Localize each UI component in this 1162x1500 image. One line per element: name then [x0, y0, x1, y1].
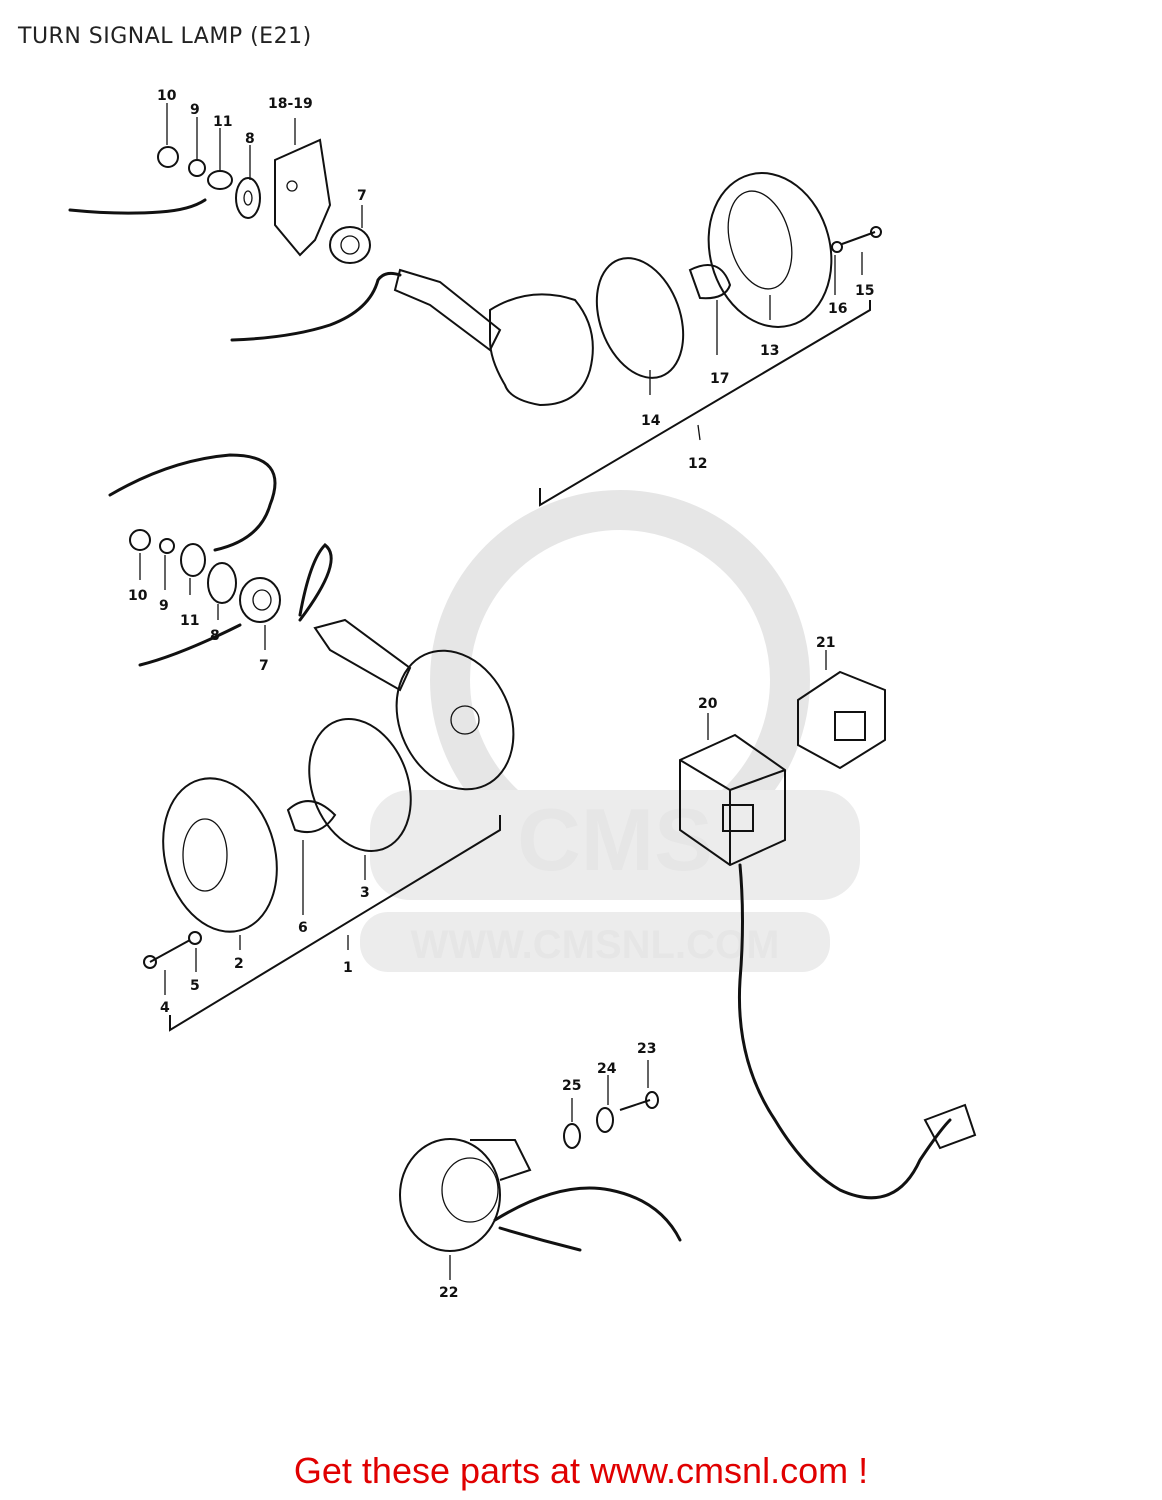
label-10-top: 10 [157, 88, 177, 104]
label-1: 1 [343, 960, 353, 976]
watermark-logo: CMS [517, 790, 713, 889]
label-24: 24 [597, 1061, 617, 1077]
horn [399, 1060, 682, 1280]
label-17: 17 [710, 371, 729, 387]
label-4: 4 [160, 1000, 170, 1016]
parts-diagram: CMS WWW.CMSNL.COM [68, 88, 977, 1301]
label-10-bottom: 10 [128, 588, 148, 604]
upper-turn-signal [68, 103, 882, 507]
label-8-bottom: 8 [210, 628, 220, 644]
label-16: 16 [828, 301, 847, 317]
lower-turn-signal [108, 453, 515, 1032]
label-12: 12 [688, 456, 707, 472]
label-23: 23 [637, 1041, 656, 1057]
watermark-url: WWW.CMSNL.COM [411, 923, 780, 967]
label-7-top: 7 [357, 188, 367, 204]
label-9-bottom: 9 [159, 598, 169, 614]
label-13: 13 [760, 343, 779, 359]
watermark: CMS WWW.CMSNL.COM [360, 490, 860, 972]
diagram-title: TURN SIGNAL LAMP (E21) [18, 24, 312, 49]
label-5: 5 [190, 978, 200, 994]
label-11-top: 11 [213, 114, 232, 130]
label-8-top: 8 [245, 131, 255, 147]
label-9-top: 9 [190, 102, 200, 118]
footer-link[interactable]: Get these parts at www.cmsnl.com ! [293, 1450, 869, 1491]
label-22: 22 [439, 1285, 458, 1301]
label-3: 3 [360, 885, 370, 901]
relay-units [679, 650, 977, 1200]
label-2: 2 [234, 956, 244, 972]
part-labels: 10 9 11 8 18-19 7 15 16 13 17 14 12 10 9… [128, 88, 874, 1301]
label-14: 14 [641, 413, 661, 429]
label-20: 20 [698, 696, 718, 712]
label-15: 15 [855, 283, 874, 299]
label-6: 6 [298, 920, 308, 936]
label-11-bottom: 11 [180, 613, 199, 629]
label-21: 21 [816, 635, 835, 651]
label-18-19: 18-19 [268, 96, 313, 112]
label-7-bottom: 7 [259, 658, 269, 674]
label-25: 25 [562, 1078, 581, 1094]
